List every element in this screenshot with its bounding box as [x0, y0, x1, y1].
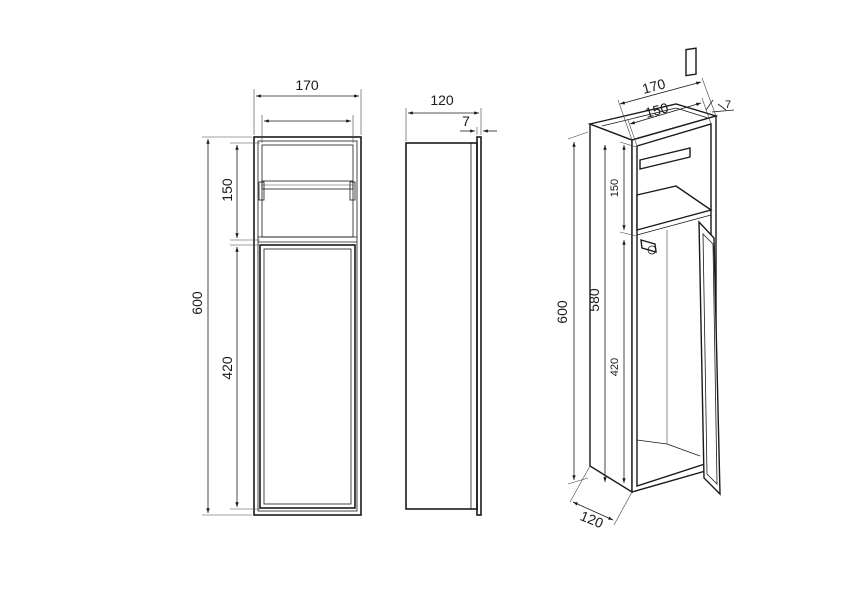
iso-top-section-label: 150: [609, 179, 621, 197]
front-view: 170 600 150 420: [189, 77, 362, 516]
iso-outer-width-label: 170: [640, 75, 667, 97]
side-body: [405, 142, 478, 510]
iso-height-label: 600: [554, 300, 570, 324]
iso-bottom-section-label: 420: [609, 358, 621, 376]
iso-inner-width-label: 150: [643, 99, 670, 121]
iso-brush-holder-icon: [640, 239, 657, 255]
front-door: [259, 244, 356, 509]
iso-depth-label: 120: [578, 508, 606, 532]
front-height-label: 600: [189, 291, 205, 315]
front-outer-frame: [253, 136, 362, 516]
side-flange-label: 7: [462, 113, 470, 129]
iso-shelf: [636, 185, 713, 231]
side-view: 120 7: [405, 92, 497, 516]
iso-flange-label: 7: [725, 99, 731, 111]
iso-paper-holder-icon: [639, 47, 697, 170]
side-flange: [476, 136, 482, 516]
front-inner-frame: [257, 140, 358, 512]
side-depth-label: 120: [430, 92, 454, 108]
iso-view: 170 150 7 600 580 150 420 120: [554, 47, 735, 532]
front-width-label: 170: [295, 77, 319, 93]
front-upper-niche: [261, 144, 354, 238]
front-top-section-label: 150: [219, 178, 235, 202]
paper-holder-icon: [258, 180, 356, 201]
iso-opening: [636, 123, 712, 487]
front-bottom-section-label: 420: [219, 356, 235, 380]
front-door-inner: [263, 248, 352, 505]
iso-inner-height-label: 580: [586, 288, 602, 312]
